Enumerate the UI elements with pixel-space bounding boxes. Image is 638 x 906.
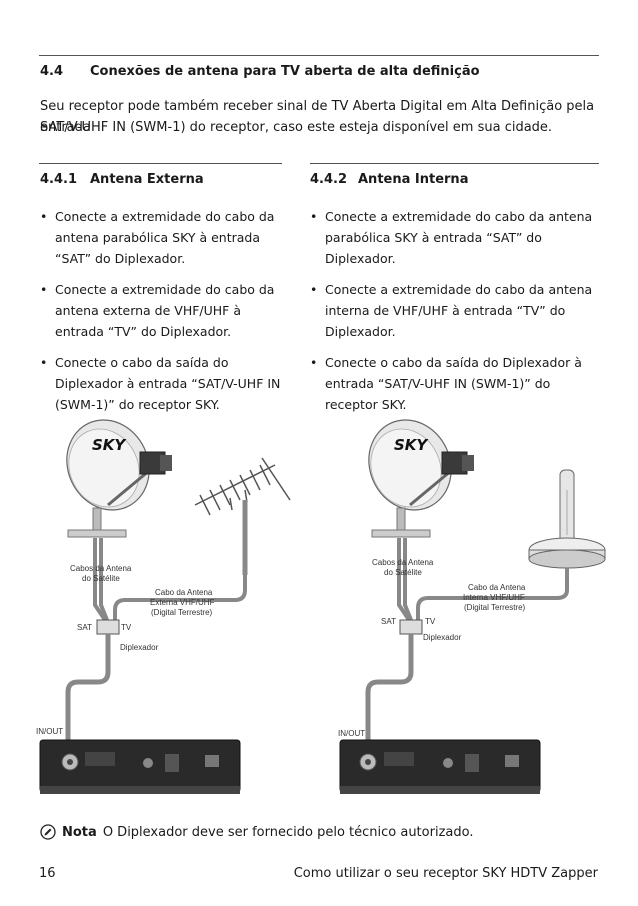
right-col-rule — [310, 163, 599, 164]
sat-cable-label-l2: do Satélite — [82, 574, 120, 583]
list-item: Conecte a extremidade do cabo da antena … — [310, 279, 602, 342]
dish-logo-left: SKY — [92, 436, 127, 454]
top-rule — [39, 55, 599, 56]
left-col-bullets: Conecte a extremidade do cabo da antena … — [40, 206, 288, 425]
right-col-title: Antena Interna — [358, 172, 469, 187]
right-diagram: SKY — [338, 419, 606, 794]
sat-port-label: SAT — [77, 623, 92, 632]
note-pencil-icon — [40, 824, 56, 840]
note-text: O Diplexador deve ser fornecido pelo téc… — [102, 824, 474, 840]
list-item: Conecte o cabo da saída do Diplexador à … — [40, 352, 288, 415]
inout-label: IN/OUT — [338, 729, 365, 738]
ext-cable-label-l2: Externa VHF/UHF — [150, 598, 215, 607]
list-item: Conecte a extremidade do cabo da antena … — [40, 206, 288, 269]
dish-logo-right: SKY — [394, 436, 429, 454]
tv-port-label: TV — [121, 623, 132, 632]
left-diagram: SKY — [36, 419, 291, 794]
tv-port-label: TV — [425, 617, 436, 626]
left-col-rule — [39, 163, 282, 164]
section-title: Conexões de antena para TV aberta de alt… — [90, 64, 480, 79]
left-col-title: Antena Externa — [90, 172, 204, 187]
connection-diagrams: SKY — [36, 419, 606, 794]
right-col-bullets: Conecte a extremidade do cabo da antena … — [310, 206, 602, 425]
diplexer-label: Diplexador — [423, 633, 462, 642]
int-cable-label-l1: Cabo da Antena — [468, 583, 526, 592]
inout-label: IN/OUT — [36, 727, 63, 736]
section-intro-line1: Seu receptor pode também receber sinal d… — [40, 99, 595, 135]
diplexer-label: Diplexador — [120, 643, 159, 652]
ext-cable-label-l1: Cabo da Antena — [155, 588, 213, 597]
ext-cable-label-l3: (Digital Terrestre) — [151, 608, 213, 617]
note: Nota O Diplexador deve ser fornecido pel… — [40, 824, 473, 840]
sat-cable-label-l1: Cabos da Antena — [372, 558, 434, 567]
list-item: Conecte o cabo da saída do Diplexador à … — [310, 352, 602, 415]
satellite-dish-icon: SKY — [368, 419, 474, 538]
diplexer-left — [96, 619, 120, 635]
note-label: Nota — [62, 824, 97, 840]
diplexer-right — [399, 619, 423, 635]
sat-cable-label-l2: do Satélite — [384, 568, 422, 577]
page-number: 16 — [39, 866, 56, 881]
right-col-number: 4.4.2 — [310, 172, 348, 187]
external-antenna-icon — [194, 457, 291, 575]
left-col-number: 4.4.1 — [40, 172, 78, 187]
int-cable-label-l2: Interna VHF/UHF — [463, 593, 525, 602]
list-item: Conecte a extremidade do cabo da antena … — [310, 206, 602, 269]
satellite-dish-icon: SKY — [66, 419, 172, 538]
sat-cable-label-l1: Cabos da Antena — [70, 564, 132, 573]
footer-title: Como utilizar o seu receptor SKY HDTV Za… — [293, 866, 598, 881]
indoor-antenna-icon — [528, 469, 606, 569]
receiver-right — [339, 739, 541, 794]
section-intro-line2: SAT/V-UHF IN (SWM-1) do receptor, caso e… — [40, 120, 553, 135]
sat-port-label: SAT — [381, 617, 396, 626]
receiver-left — [39, 739, 241, 794]
int-cable-label-l3: (Digital Terrestre) — [464, 603, 526, 612]
section-number: 4.4 — [40, 64, 64, 79]
list-item: Conecte a extremidade do cabo da antena … — [40, 279, 288, 342]
